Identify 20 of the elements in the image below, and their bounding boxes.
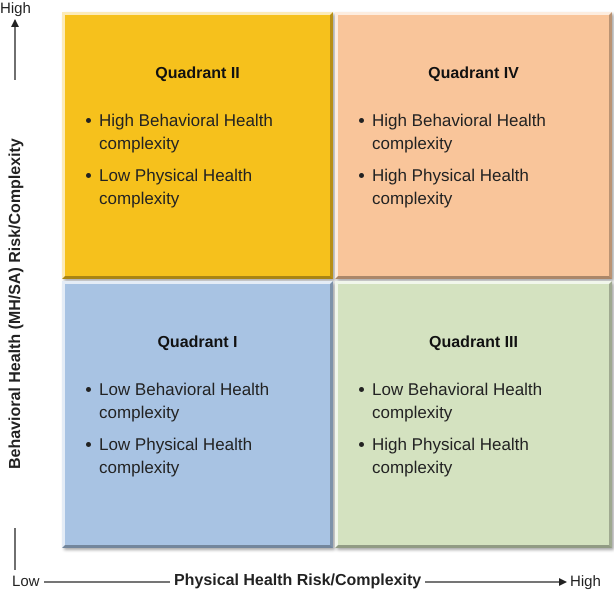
- bullet-item: High Behavioral Health complexity: [372, 110, 547, 155]
- bullet-item: Low Physical Health complexity: [99, 434, 254, 479]
- quadrant-panel: [62, 12, 333, 279]
- quadrant-heading: Quadrant I: [157, 334, 238, 352]
- bullet-item: Low Behavioral Health complexity: [99, 379, 270, 424]
- quadrant-panel: [335, 12, 612, 279]
- axis-title: Behavioral Health (MH/SA) Risk/Complexity: [7, 80, 25, 528]
- bullet-item: High Physical Health complexity: [372, 434, 530, 479]
- bullet-item: Low Physical Health complexity: [99, 165, 254, 210]
- bullet-item: Low Behavioral Health complexity: [372, 379, 544, 424]
- axis-title: Physical Health Risk/Complexity: [170, 572, 426, 590]
- quadrant-heading: Quadrant IV: [428, 65, 519, 83]
- bullet-item: High Behavioral Health complexity: [99, 110, 274, 155]
- axis-end-label: High: [0, 0, 31, 17]
- quadrant-panel: [335, 281, 612, 548]
- bullet-item: High Physical Health complexity: [372, 165, 530, 210]
- quadrant-heading: Quadrant III: [429, 334, 518, 352]
- quadrant-panel: [62, 281, 333, 548]
- axis-end-label: High: [570, 573, 601, 590]
- quadrant-heading: Quadrant II: [155, 65, 240, 83]
